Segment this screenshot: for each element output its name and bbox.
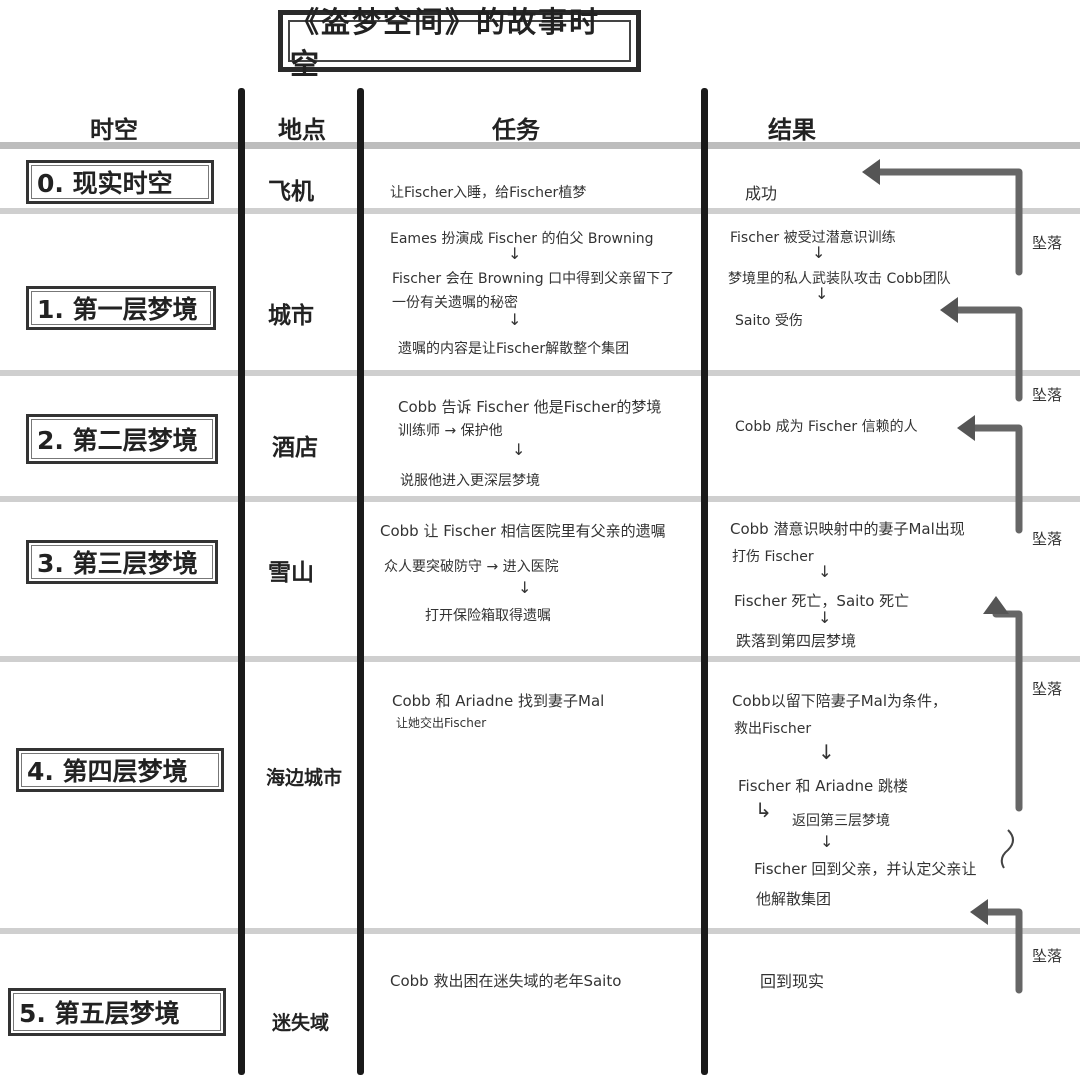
result-text: Cobb 潜意识映射中的妻子Mal出现 [730, 520, 965, 538]
row-divider [0, 496, 1080, 502]
result-text: Cobb以留下陪妻子Mal为条件， [732, 692, 947, 710]
result-text: Fischer 死亡，Saito 死亡 [734, 592, 910, 610]
result-text: Fischer 回到父亲，并认定父亲让 [754, 860, 977, 878]
place-label: 飞机 [268, 179, 314, 205]
task-text: 说服他进入更深层梦境 [400, 473, 540, 489]
task-text: 一份有关遗嘱的秘密 [392, 295, 518, 311]
down-arrow-icon: ↓ [815, 284, 829, 303]
fall-label: 坠落 [1032, 680, 1063, 698]
column-divider [357, 88, 364, 1075]
task-text: Cobb 和 Ariadne 找到妻子Mal [392, 692, 605, 710]
fall-arrow-4 [992, 602, 1023, 812]
header-place: 地点 [278, 116, 326, 144]
down-arrow-icon: ↓ [820, 832, 834, 851]
header-divider [0, 142, 1080, 149]
row-divider [0, 208, 1080, 214]
down-arrow-icon: ↓ [508, 310, 522, 329]
down-arrow-icon: ↓ [818, 562, 832, 581]
arrow-head [862, 159, 880, 185]
task-text: Cobb 告诉 Fischer 他是Fischer的梦境 [398, 398, 662, 416]
layer-label: 5. 第五层梦境 [8, 988, 226, 1036]
place-label: 酒店 [272, 435, 318, 461]
place-label: 海边城市 [266, 767, 343, 789]
header-task: 任务 [492, 116, 540, 144]
result-text: Fischer 和 Ariadne 跳楼 [738, 777, 909, 795]
fall-label: 坠落 [1032, 530, 1063, 548]
down-arrow-icon: ↓ [508, 244, 522, 263]
task-text: Cobb 让 Fischer 相信医院里有父亲的遗嘱 [380, 522, 666, 540]
squiggle-mark [1000, 829, 1014, 869]
result-text: 梦境里的私人武装队攻击 Cobb团队 [728, 271, 951, 287]
down-arrow-icon: ↓ [518, 578, 532, 597]
down-arrow-icon: ↓ [512, 440, 526, 459]
result-text: Saito 受伤 [735, 313, 803, 329]
down-arrow-icon: ↓ [812, 243, 826, 262]
fall-label: 坠落 [1032, 234, 1063, 252]
place-label: 迷失域 [272, 1012, 330, 1034]
row-divider [0, 656, 1080, 662]
header-time: 时空 [90, 116, 138, 144]
fall-arrow-1 [868, 168, 1023, 276]
task-text: 训练师 → 保护他 [398, 423, 503, 439]
row-divider [0, 370, 1080, 376]
result-text: 成功 [745, 184, 778, 203]
task-text: Eames 扮演成 Fischer 的伯父 Browning [390, 231, 654, 247]
result-text: Cobb 成为 Fischer 信赖的人 [735, 419, 918, 435]
task-text: 众人要突破防守 → 进入医院 [384, 559, 559, 575]
task-text: 让Fischer入睡，给Fischer植梦 [390, 185, 587, 201]
result-text: 跌落到第四层梦境 [736, 632, 857, 650]
header-result: 结果 [768, 116, 816, 144]
fall-label: 坠落 [1032, 386, 1063, 404]
task-text: 让她交出Fischer [396, 716, 487, 730]
turn-arrow-icon: ↳ [755, 798, 772, 822]
fall-label: 坠落 [1032, 947, 1063, 965]
place-label: 雪山 [268, 560, 314, 586]
arrow-head [983, 596, 1009, 614]
down-arrow-icon: ↓ [818, 740, 835, 764]
arrow-head [970, 899, 988, 925]
layer-label: 3. 第三层梦境 [26, 540, 218, 584]
layer-label: 2. 第二层梦境 [26, 414, 218, 464]
result-text: 救出Fischer [734, 721, 812, 737]
place-label: 城市 [268, 303, 314, 329]
down-arrow-icon: ↓ [818, 608, 832, 627]
layer-label: 0. 现实时空 [26, 160, 214, 204]
column-divider [701, 88, 708, 1075]
title-box: 《盗梦空间》的故事时空 [278, 5, 641, 81]
row-divider [0, 928, 1080, 934]
column-divider [238, 88, 245, 1075]
result-text: Fischer 被受过潜意识训练 [730, 230, 896, 246]
fall-arrow-2 [946, 306, 1023, 402]
layer-label: 4. 第四层梦境 [16, 748, 224, 792]
task-text: Cobb 救出困在迷失域的老年Saito [390, 972, 622, 990]
task-text: 打开保险箱取得遗嘱 [425, 608, 551, 624]
task-text: 遗嘱的内容是让Fischer解散整个集团 [398, 341, 630, 357]
arrow-head [957, 415, 975, 441]
arrow-head [940, 297, 958, 323]
result-text: 回到现实 [760, 972, 825, 991]
fall-arrow-5 [976, 908, 1023, 994]
result-text: 返回第三层梦境 [792, 813, 890, 829]
layer-label: 1. 第一层梦境 [26, 286, 216, 330]
fall-arrow-3 [962, 424, 1023, 534]
result-text: 打伤 Fischer [732, 549, 814, 565]
result-text: 他解散集团 [756, 890, 832, 908]
task-text: Fischer 会在 Browning 口中得到父亲留下了 [392, 271, 675, 287]
